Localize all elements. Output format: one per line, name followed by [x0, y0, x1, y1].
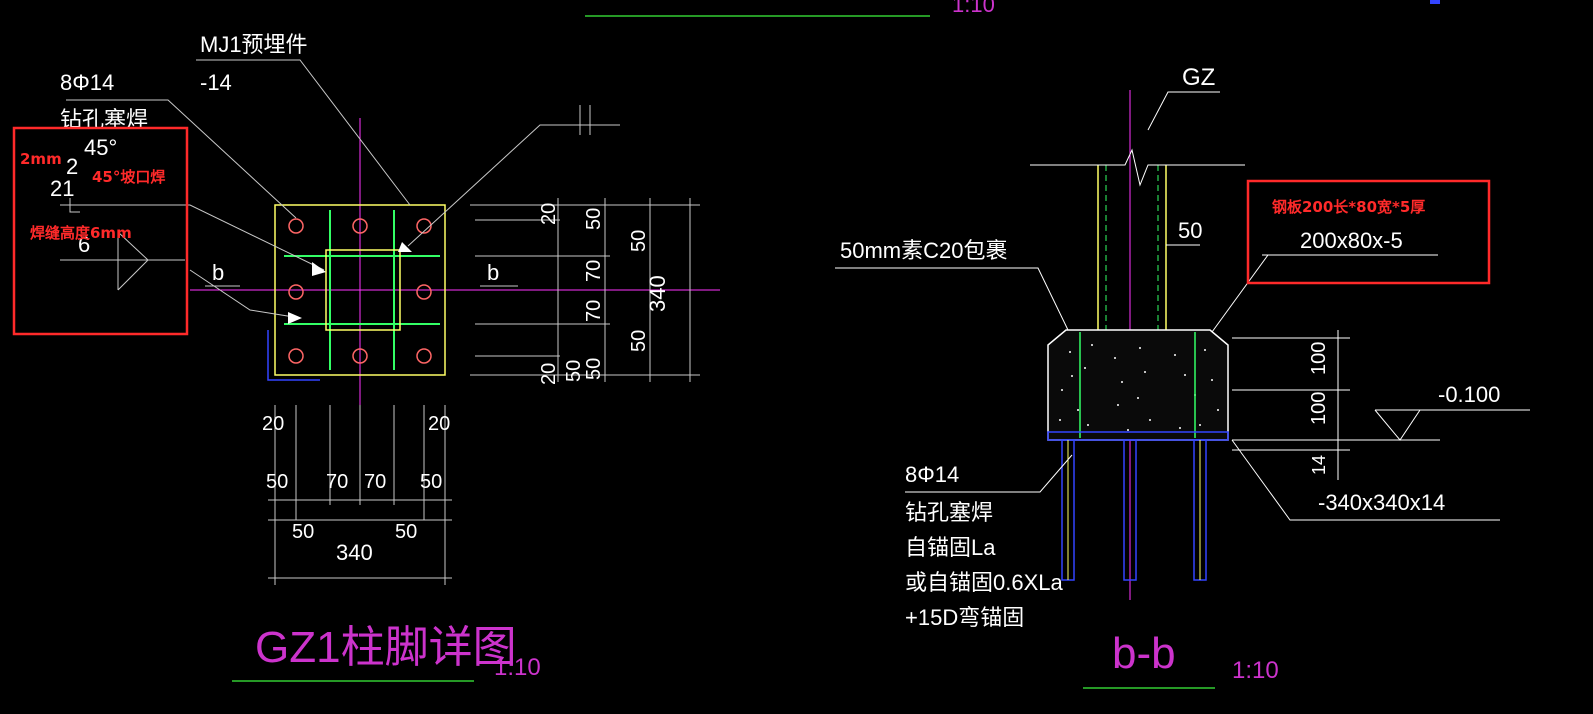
leader-bars-section [905, 454, 1073, 493]
top-scale-label: 1:10 [952, 0, 995, 17]
dim-v-340: 340 [645, 275, 670, 312]
dim-v-70-a: 70 [583, 260, 605, 282]
bolt-hole [288, 218, 304, 234]
leader-top-right [407, 124, 620, 247]
bolt-hole [352, 348, 368, 364]
label-weld-6: 6 [78, 232, 90, 257]
leader-arrow [312, 262, 326, 276]
bolt-hole [352, 218, 368, 234]
bolt-holes [288, 218, 432, 364]
break-line [1030, 148, 1245, 187]
label-section-right: b [487, 260, 499, 285]
dim-h-50-c: 50 [292, 521, 314, 543]
leader-encase [835, 267, 1069, 331]
annotation-bevel: 45°坡口焊 [92, 168, 165, 186]
right-title-block: b-b 1:10 [1083, 629, 1279, 689]
bolt-hole [416, 284, 432, 300]
dim-v-50-outer-bottom: 50 [628, 330, 650, 352]
label-base-plate: -340x340x14 [1318, 490, 1445, 515]
elevation-symbol [1374, 409, 1421, 441]
dim-v-50-inner-bottom: 50 [563, 360, 585, 382]
top-right-marker [1430, 0, 1440, 4]
left-title-block: GZ1柱脚详图 1:10 [232, 623, 541, 682]
dim-v-50-outer-top: 50 [628, 230, 650, 252]
annotation-weld-height: 焊缝高度6mm [30, 224, 132, 242]
label-thickness: -14 [200, 70, 232, 95]
leader-base-plate [1231, 439, 1500, 521]
label-encase: 50mm素C20包裹 [840, 238, 1007, 263]
blue-corner-mark [267, 330, 320, 381]
annotation-frame-right [1246, 179, 1491, 285]
dim-v-20-bottom: 20 [538, 363, 560, 385]
leader-bars [66, 99, 297, 219]
dim-h-50-b: 50 [420, 471, 442, 493]
base-plate-outline [274, 204, 446, 376]
right-title: b-b [1112, 629, 1176, 678]
bolt-hole [416, 348, 432, 364]
anchor-bar-center [1123, 439, 1137, 581]
annotation-box-right: 钢板200长*80宽*5厚 [1246, 179, 1491, 285]
dim-v-70-b: 70 [583, 300, 605, 322]
dim-h-50-d: 50 [395, 521, 417, 543]
label-anchor-2: 或自锚固0.6XLa [905, 570, 1063, 595]
dim-h-70-b: 70 [364, 471, 386, 493]
right-detail-labels: GZ 50mm素C20包裹 50 200x80x-5 100 100 14 -0… [840, 64, 1500, 630]
dim-h-20-left: 20 [262, 413, 284, 435]
leader-bevel-weld [60, 204, 325, 271]
label-anchor-3: +15D弯锚固 [905, 605, 1024, 630]
left-plan-view [60, 59, 720, 585]
annotation-plate: 钢板200长*80宽*5厚 [1272, 198, 1425, 216]
dim-v-50-top: 50 [583, 208, 605, 230]
label-dim-100-b: 100 [1308, 392, 1330, 425]
dim-h-50-a: 50 [266, 471, 288, 493]
dim-h-20-right: 20 [428, 413, 450, 435]
dim-h-70-a: 70 [326, 471, 348, 493]
dim-v-20-top: 20 [538, 203, 560, 225]
top-partial-title: 1:10 [585, 0, 1440, 17]
label-anchor-1: 自锚固La [905, 535, 996, 560]
label-embed: MJ1预埋件 [200, 32, 308, 57]
base-plate-section [1047, 431, 1229, 441]
bolt-hole [416, 218, 432, 234]
label-gap-2: 2 [66, 154, 78, 179]
dim-h-340: 340 [336, 540, 373, 565]
annotation-frame-left [12, 126, 189, 336]
concrete-encasement [1047, 329, 1229, 441]
label-column: GZ [1182, 64, 1215, 91]
label-bars-section: 8Φ14 [905, 462, 959, 487]
label-plate-spec: 200x80x-5 [1300, 228, 1403, 253]
annotation-box-left: 2mm 45°坡口焊 焊缝高度6mm [12, 126, 189, 336]
leader-fillet-weld [189, 269, 301, 319]
leader-column [1147, 91, 1220, 131]
fillet-weld-symbol [117, 231, 149, 291]
label-dim-50: 50 [1178, 218, 1202, 243]
right-scale: 1:10 [1232, 657, 1279, 684]
label-section-left: b [212, 260, 224, 285]
label-dim-14: 14 [1309, 455, 1329, 475]
left-scale: 1:10 [494, 654, 541, 681]
column-square [325, 249, 401, 331]
label-dim-100-a: 100 [1308, 342, 1330, 375]
bolt-hole [288, 284, 304, 300]
bolt-hole [288, 348, 304, 364]
label-elevation: -0.100 [1438, 382, 1500, 407]
label-angle: 45° [84, 135, 117, 160]
label-plug-weld-section: 钻孔塞焊 [905, 500, 993, 525]
vertical-dimensions [470, 198, 700, 382]
annotation-gap: 2mm [20, 150, 62, 168]
label-gap-21: 21 [50, 176, 74, 201]
section-vertical-dims [1232, 330, 1440, 480]
leader-plate [1211, 254, 1290, 333]
dim-v-50-bottom: 50 [583, 358, 605, 380]
leader-arrow [288, 312, 302, 324]
leader-embed [196, 59, 411, 206]
leader-arrow [398, 242, 412, 252]
gap-symbol [69, 198, 80, 213]
horizontal-dimensions [268, 405, 452, 585]
right-section-view [835, 90, 1530, 600]
label-bars: 8Φ14 [60, 70, 114, 95]
left-title: GZ1柱脚详图 [255, 623, 517, 672]
